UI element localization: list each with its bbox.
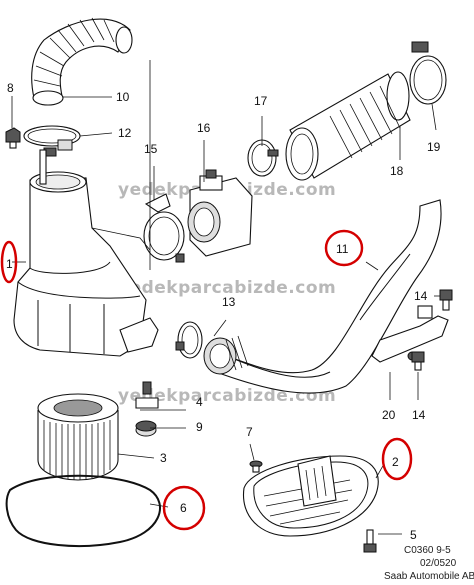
highlight-marks xyxy=(0,229,413,531)
part-2-resonator xyxy=(242,455,379,537)
part-7-screw xyxy=(249,460,263,473)
part-9-bush xyxy=(135,420,157,437)
part-14-bolt-lower xyxy=(411,351,425,371)
part-12-clamp xyxy=(23,125,81,157)
part-10-upper-hose xyxy=(31,17,133,106)
callout-1: 1 xyxy=(6,257,13,271)
callout-2: 2 xyxy=(392,455,399,469)
part-5-bolt xyxy=(363,529,377,553)
highlight-oval-2 xyxy=(381,437,413,481)
callout-14-lower: 14 xyxy=(412,408,426,422)
callout-4: 4 xyxy=(196,395,203,409)
part-19-clamp xyxy=(409,41,447,105)
caption-code: C0360 9-5 xyxy=(404,545,451,556)
highlight-oval-11 xyxy=(324,229,364,267)
callout-12: 12 xyxy=(118,126,132,140)
callout-7: 7 xyxy=(246,425,253,439)
callout-labels: 1 2 3 4 5 6 7 8 9 10 11 12 13 14 14 15 1… xyxy=(6,81,441,542)
callout-3: 3 xyxy=(160,451,167,465)
callout-9: 9 xyxy=(196,420,203,434)
callout-6: 6 xyxy=(180,501,187,515)
part-4-stud xyxy=(135,381,159,409)
callout-11: 11 xyxy=(336,242,349,256)
callout-13: 13 xyxy=(222,295,236,309)
callout-18: 18 xyxy=(390,164,404,178)
part-3-filter-element xyxy=(37,393,119,481)
callout-14-upper: 14 xyxy=(414,289,428,303)
caption-date: 02/0520 xyxy=(420,558,457,569)
highlight-oval-6 xyxy=(162,485,206,531)
part-18-intake-hose xyxy=(285,71,411,181)
callout-19: 19 xyxy=(427,140,441,154)
callout-15: 15 xyxy=(144,142,158,156)
part-14-bolt-upper xyxy=(439,289,453,311)
part-13-clamp xyxy=(175,321,203,359)
part-11-air-duct xyxy=(203,199,442,394)
callout-5: 5 xyxy=(410,528,417,542)
callout-16: 16 xyxy=(197,121,211,135)
part-1-air-cleaner-housing xyxy=(13,149,159,357)
callout-20: 20 xyxy=(382,408,396,422)
leader-lines xyxy=(11,60,440,535)
highlight-oval-1 xyxy=(0,240,18,284)
callout-10: 10 xyxy=(116,90,130,104)
part-8-screw xyxy=(5,127,21,149)
watermark-middle: yedekparcabizde.com xyxy=(118,278,336,298)
callout-8: 8 xyxy=(7,81,14,95)
part-16-mass-air-flow-meter xyxy=(187,169,253,257)
drawing-caption: C0360 9-5 02/0520 Saab Automobile AB xyxy=(384,545,474,582)
part-6-gasket xyxy=(5,474,161,547)
part-17-clamp xyxy=(247,139,279,177)
callout-17: 17 xyxy=(254,94,268,108)
part-15-bracket-clamp xyxy=(143,193,185,263)
caption-copyright: Saab Automobile AB xyxy=(384,571,474,582)
